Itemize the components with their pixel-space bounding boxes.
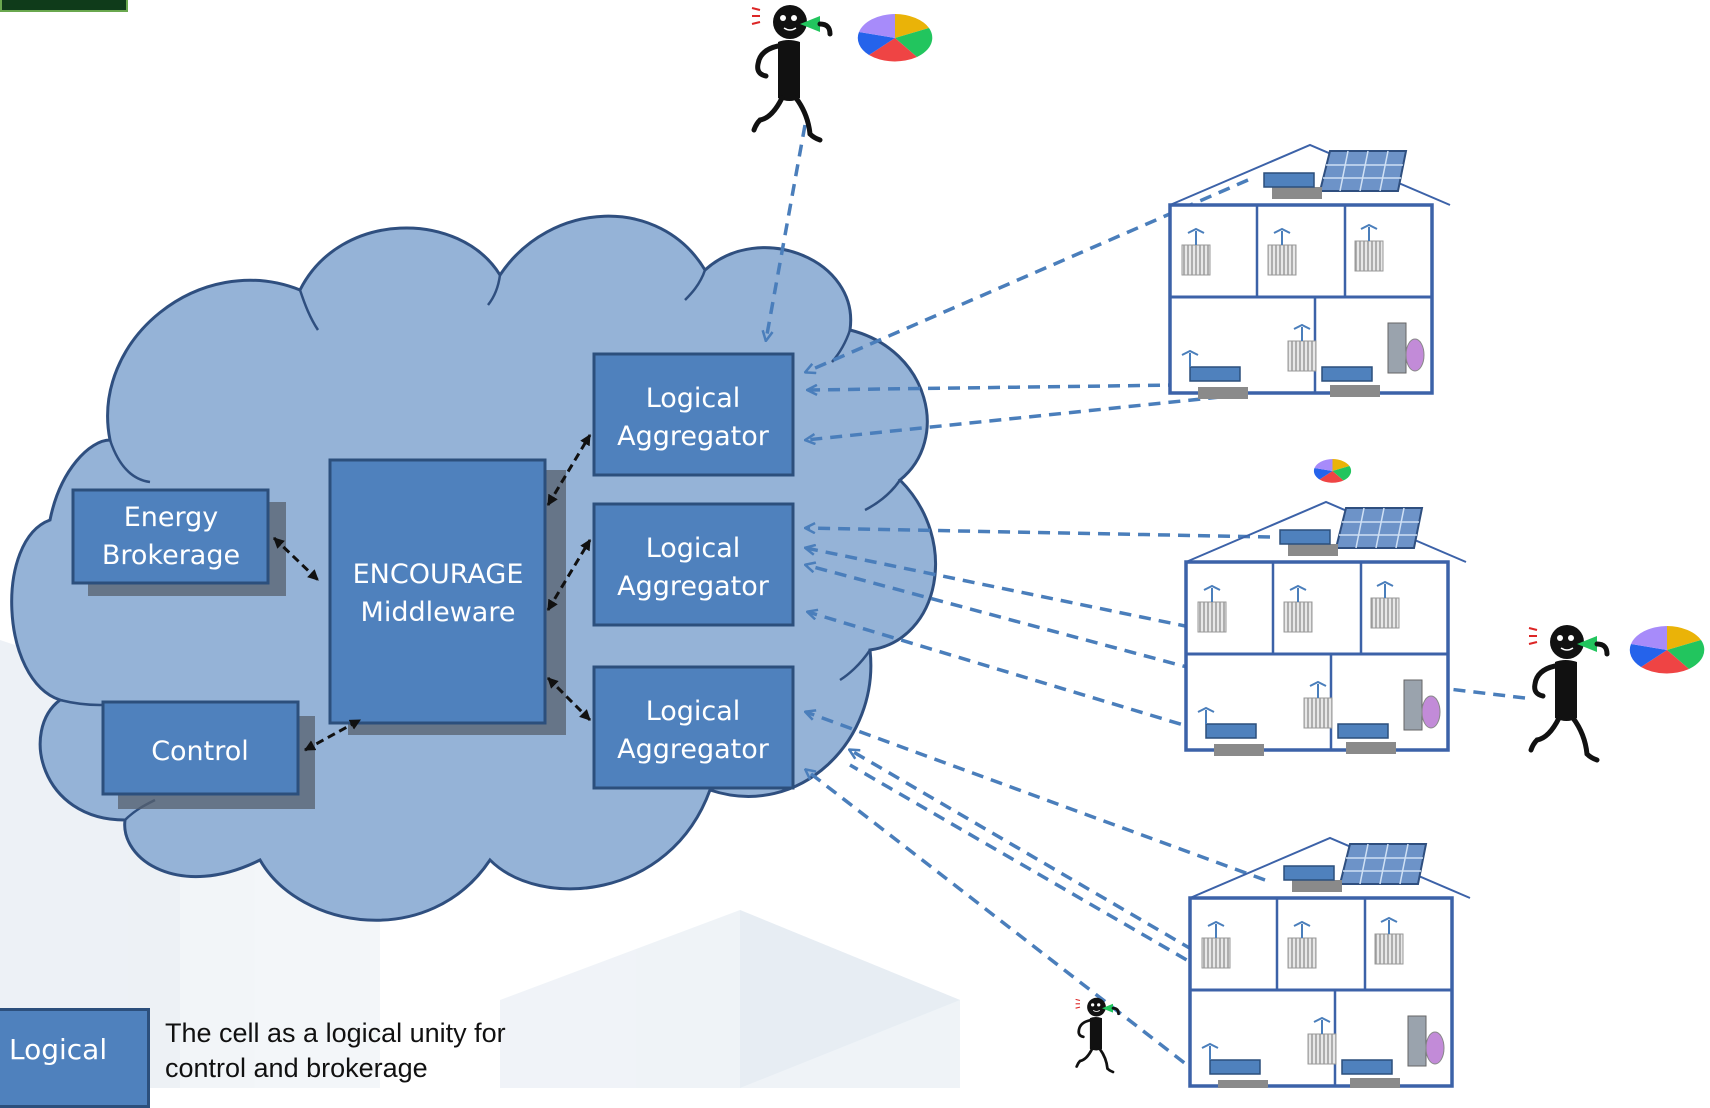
control-label: Control — [151, 736, 249, 767]
boiler-icon — [1387, 322, 1425, 374]
radiator-icon — [1287, 323, 1317, 372]
user-figure-right — [1529, 625, 1607, 760]
user-figure-house — [1074, 996, 1120, 1074]
link-middleware-aggregator-1 — [546, 434, 592, 506]
logical-aggregator-1[interactable]: Logical Aggregator — [592, 352, 795, 477]
link-house3-b — [850, 750, 1211, 962]
link-house2-d — [808, 612, 1201, 732]
link-middleware-aggregator-2 — [546, 539, 592, 611]
middleware-label-1: ENCOURAGE — [353, 559, 524, 590]
radiator-icon — [1354, 223, 1384, 272]
logical-aggregator-2[interactable]: Logical Aggregator — [592, 502, 795, 627]
link-house1-c — [806, 393, 1241, 440]
internal-links — [272, 434, 592, 752]
link-house3-d — [806, 770, 1202, 1077]
link-house2-a — [806, 528, 1271, 539]
energy-brokerage-label-1: Energy — [124, 502, 219, 533]
middleware-box[interactable]: ENCOURAGE Middleware — [328, 458, 566, 735]
pie-chart-icon — [857, 14, 933, 62]
radiator-icon — [1181, 227, 1211, 276]
link-control-middleware — [304, 718, 361, 752]
legend-aggregator-box: Logical — [0, 1008, 150, 1108]
house-2 — [1184, 500, 1468, 758]
smart-meter-icon — [1263, 172, 1322, 199]
aggregator-2-label-1: Logical — [646, 533, 741, 564]
encourage-logo — [0, 0, 128, 12]
aggregator-1-label-1: Logical — [646, 383, 741, 414]
legend-line-1: The cell as a logical unity for — [165, 1018, 506, 1048]
control-box[interactable]: Control — [101, 700, 315, 809]
pie-chart-icon-house — [1313, 459, 1352, 483]
link-user-top — [766, 124, 807, 340]
aggregator-1-label-2: Aggregator — [617, 421, 770, 452]
antenna-icon — [1181, 349, 1199, 367]
legend-line-2: control and brokerage — [165, 1053, 428, 1083]
legend-box-label: Logical — [9, 1033, 108, 1066]
smart-meter-icon — [1321, 366, 1380, 397]
aggregator-3-label-1: Logical — [646, 696, 741, 727]
solar-panel-icon — [1318, 150, 1408, 192]
link-house3-a — [806, 712, 1266, 882]
smart-meter-icon — [1189, 366, 1248, 399]
house-1 — [1168, 143, 1451, 399]
link-house1-b — [808, 383, 1181, 390]
legend-text: The cell as a logical unity for control … — [165, 1016, 585, 1086]
link-middleware-aggregator-3 — [546, 676, 592, 722]
middleware-label-2: Middleware — [361, 597, 516, 628]
energy-brokerage-label-2: Brokerage — [102, 540, 240, 571]
house-3 — [1188, 836, 1472, 1088]
logical-aggregator-3[interactable]: Logical Aggregator — [592, 665, 795, 790]
user-figure-top — [751, 5, 833, 143]
pie-chart-icon-right — [1629, 626, 1705, 674]
radiator-icon — [1267, 227, 1297, 276]
link-house2-b — [806, 548, 1191, 629]
link-brokerage-middleware — [272, 536, 320, 582]
energy-brokerage-box[interactable]: Energy Brokerage — [71, 488, 286, 596]
aggregator-3-label-2: Aggregator — [617, 734, 770, 765]
aggregator-2-label-2: Aggregator — [617, 571, 770, 602]
